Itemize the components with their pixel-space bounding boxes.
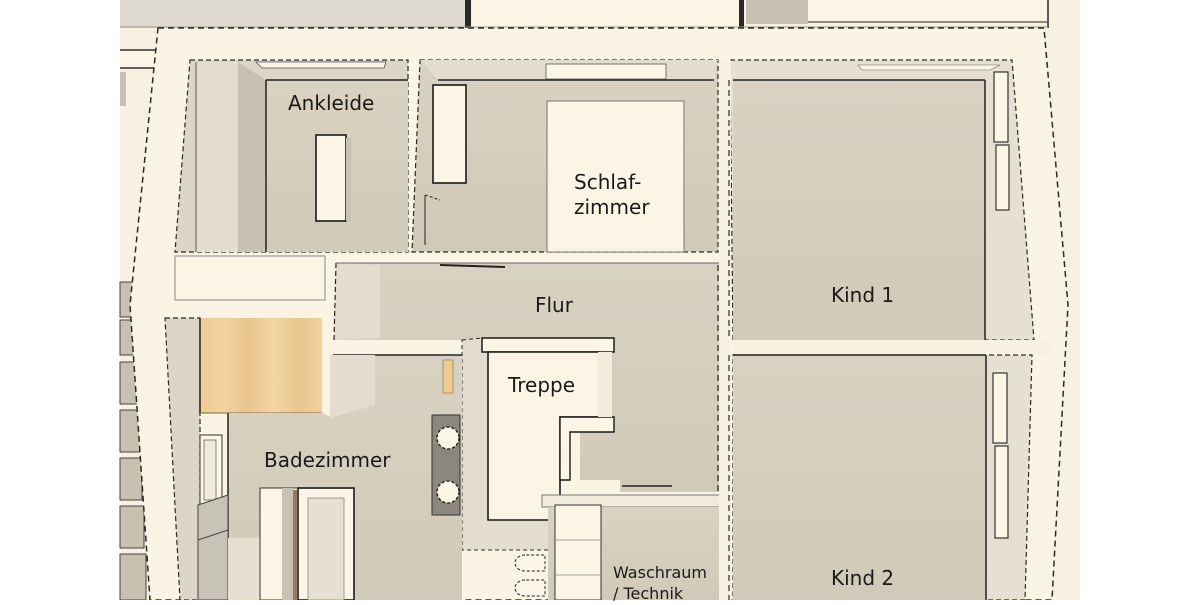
bathtub xyxy=(259,487,355,601)
room-kind-1 xyxy=(729,59,1035,341)
room-treppe xyxy=(461,337,615,551)
room-kind-2 xyxy=(732,354,1033,601)
double-sink xyxy=(431,414,461,516)
label-ankleide: Ankleide xyxy=(288,91,375,115)
label-schlafzimmer: Schlaf- zimmer xyxy=(574,170,650,220)
label-waschraum-line2: / Technik xyxy=(613,583,684,603)
room-ankleide xyxy=(174,59,409,253)
label-badezimmer: Badezimmer xyxy=(264,448,391,472)
label-kind-2: Kind 2 xyxy=(831,566,895,590)
label-flur: Flur xyxy=(535,293,573,317)
room-badezimmer xyxy=(164,317,462,601)
label-schlafzimmer-line1: Schlaf- xyxy=(574,170,642,194)
label-waschraum: Waschraum / Technik xyxy=(613,563,707,605)
label-waschraum-line1: Waschraum xyxy=(613,563,707,582)
interior-walls xyxy=(719,60,1052,600)
room-schlafzimmer xyxy=(411,59,719,253)
label-kind-1: Kind 1 xyxy=(831,283,895,307)
room-flur xyxy=(333,262,720,492)
label-treppe: Treppe xyxy=(508,373,576,397)
room-waschraum xyxy=(514,494,723,601)
label-schlafzimmer-line2: zimmer xyxy=(574,195,650,219)
